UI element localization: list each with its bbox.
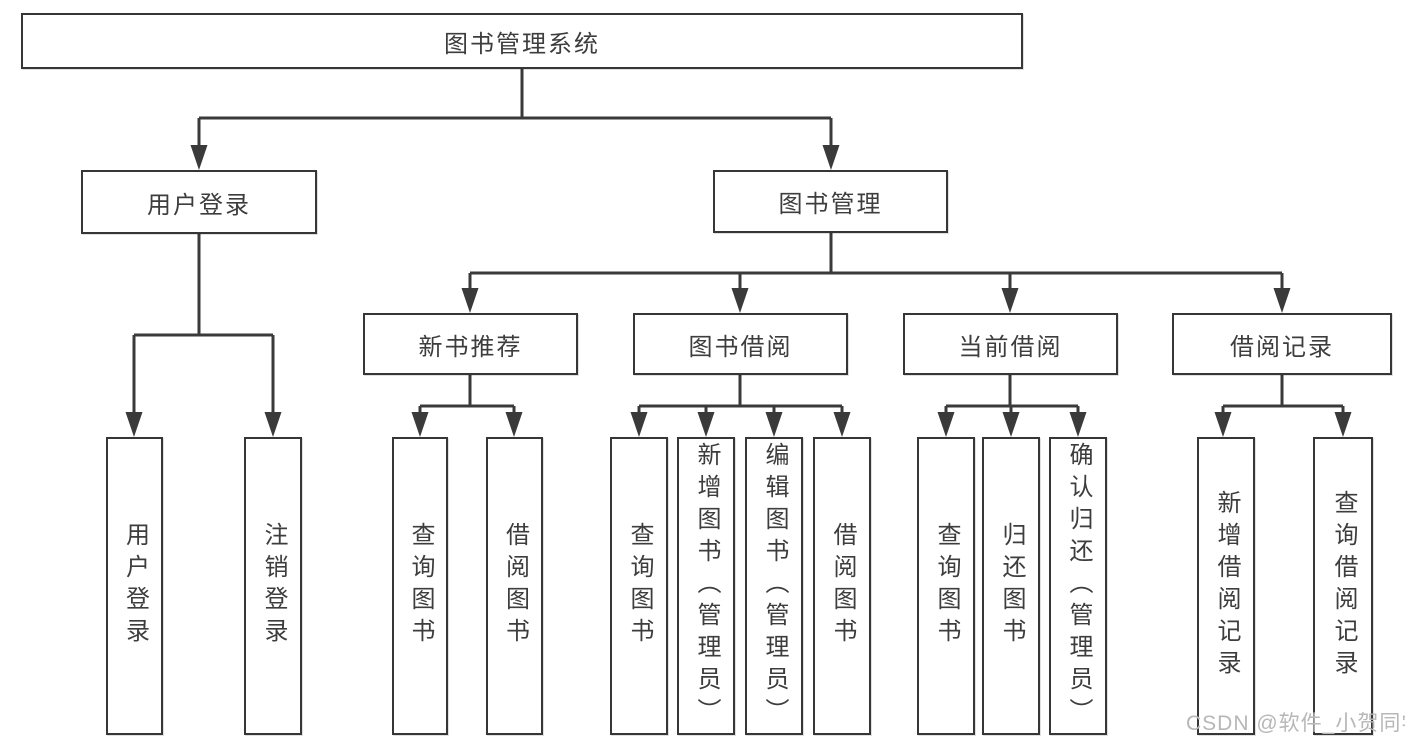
node-leaf-query-book-1: 查询图书 (392, 437, 448, 735)
node-book-management-label: 图书管理 (778, 191, 883, 218)
node-leaf-edit-book-admin: 编辑图书（管理员） (745, 437, 803, 735)
node-leaf-add-book-admin: 新增图书（管理员） (677, 437, 735, 735)
node-leaf-edit-book-admin-label: 编辑图书（管理员） (761, 442, 788, 730)
node-user-login: 用户登录 (81, 170, 317, 234)
node-book-management: 图书管理 (713, 170, 948, 233)
node-root: 图书管理系统 (21, 13, 1023, 69)
node-leaf-user-login: 用户登录 (106, 437, 163, 735)
node-leaf-confirm-return-admin: 确认归还（管理员） (1049, 437, 1107, 735)
node-new-book-recommend-label: 新书推荐 (418, 333, 523, 361)
node-leaf-confirm-return-admin-label: 确认归还（管理员） (1065, 442, 1092, 730)
node-borrow-records: 借阅记录 (1172, 313, 1392, 375)
node-book-borrow: 图书借阅 (633, 313, 848, 375)
edge-user-login-to-children (125, 234, 282, 437)
node-leaf-user-login-label: 用户登录 (121, 522, 149, 650)
node-leaf-borrow-book-2: 借阅图书 (813, 437, 871, 735)
node-user-login-label: 用户登录 (147, 191, 251, 219)
node-leaf-logout: 注销登录 (244, 437, 302, 735)
node-leaf-borrow-book-2-label: 借阅图书 (829, 522, 856, 650)
node-leaf-borrow-book-1: 借阅图书 (486, 437, 543, 735)
csdn-watermark: CSDN @软件_小贺同学 (1186, 712, 1405, 735)
node-leaf-return-book-label: 归还图书 (998, 522, 1025, 650)
edge-borrow-records-to-children (1214, 375, 1352, 437)
node-root-label: 图书管理系统 (444, 30, 600, 58)
node-leaf-query-book-2: 查询图书 (610, 437, 668, 735)
node-new-book-recommend: 新书推荐 (363, 313, 578, 375)
node-leaf-add-book-admin-label: 新增图书（管理员） (693, 442, 720, 730)
node-current-borrow-label: 当前借阅 (958, 333, 1063, 361)
node-leaf-return-book: 归还图书 (982, 437, 1040, 735)
node-leaf-query-book-1-label: 查询图书 (407, 522, 434, 650)
edge-book-borrow-to-children (630, 375, 851, 437)
edge-root-to-level2 (190, 69, 840, 170)
node-leaf-borrow-book-1-label: 借阅图书 (501, 522, 529, 650)
node-leaf-query-book-2-label: 查询图书 (626, 522, 653, 650)
node-leaf-query-book-3: 查询图书 (917, 437, 975, 735)
node-current-borrow: 当前借阅 (903, 313, 1118, 375)
edge-book-mgmt-to-level3 (461, 233, 1291, 313)
node-leaf-query-borrow-record-label: 查询借阅记录 (1330, 490, 1357, 682)
node-leaf-logout-label: 注销登录 (260, 522, 287, 650)
node-leaf-add-borrow-record: 新增借阅记录 (1197, 437, 1255, 735)
node-book-borrow-label: 图书借阅 (688, 333, 793, 361)
node-borrow-records-label: 借阅记录 (1230, 333, 1334, 361)
node-leaf-add-borrow-record-label: 新增借阅记录 (1213, 490, 1240, 682)
edge-current-borrow-to-children (937, 375, 1087, 437)
node-leaf-query-book-3-label: 查询图书 (933, 522, 960, 650)
edge-new-book-to-children (411, 375, 523, 437)
node-leaf-query-borrow-record: 查询借阅记录 (1313, 437, 1373, 735)
